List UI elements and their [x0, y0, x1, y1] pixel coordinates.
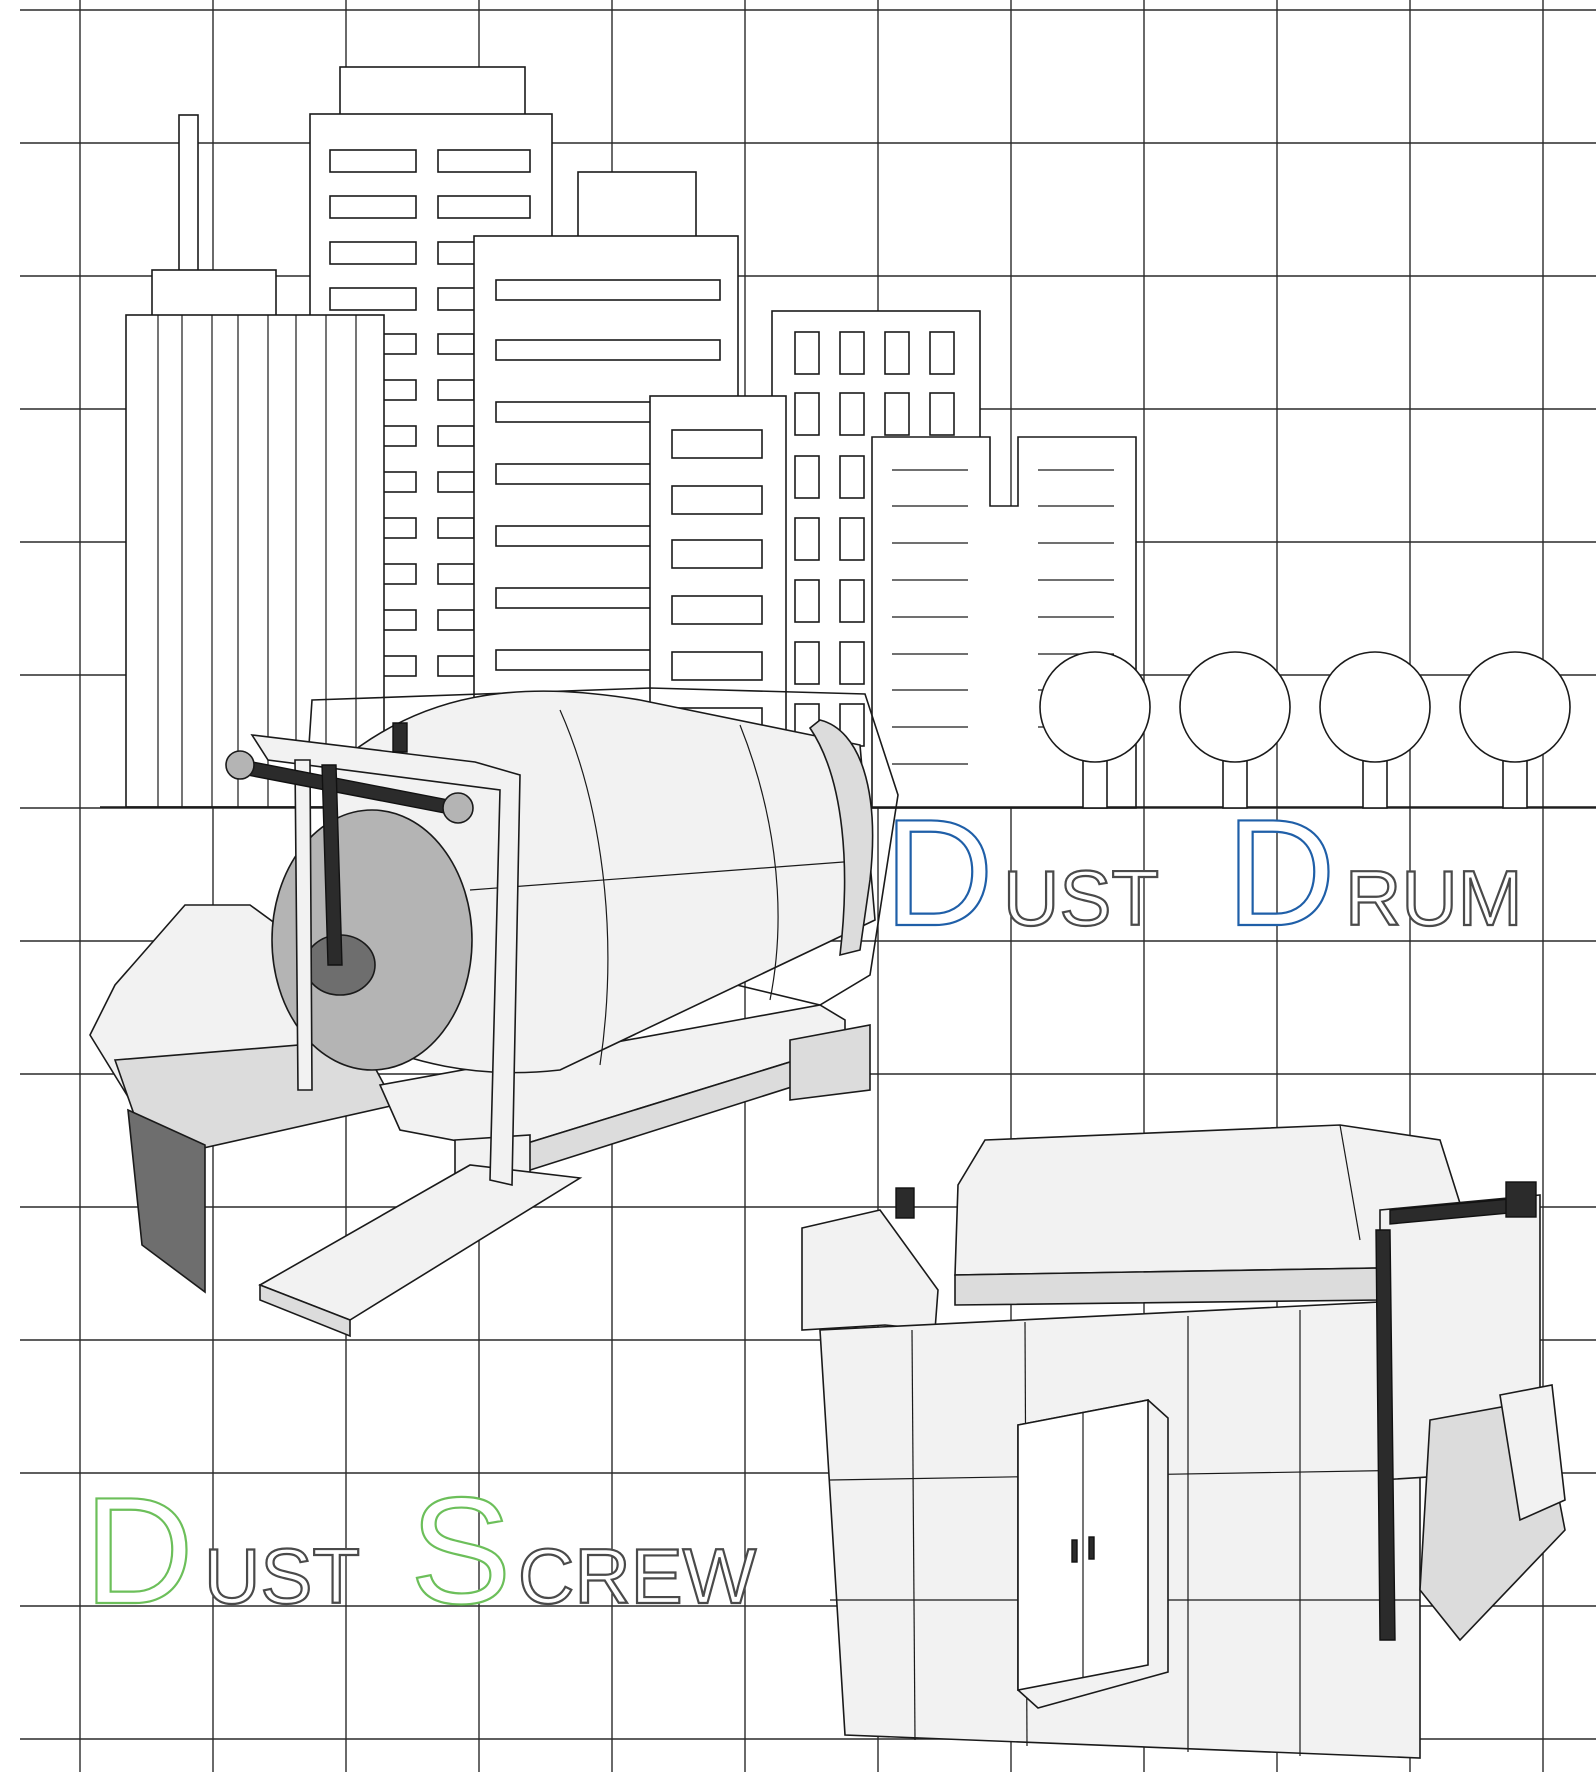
dust-screw-initial-1: D — [84, 1466, 194, 1636]
dust-drum-initial-1: D — [884, 788, 994, 958]
dust-screw-initial-2: S — [410, 1466, 511, 1636]
dust-drum-word-1: UST — [1003, 854, 1159, 942]
dust-screw-word-1: UST — [204, 1532, 360, 1620]
dust-screw-word-2: CREW — [518, 1532, 757, 1620]
trees — [1039, 651, 1571, 809]
dust-drum-word-2: RUM — [1345, 854, 1523, 942]
dust-screw-machine — [801, 1124, 1566, 1759]
dust-drum-machine — [89, 687, 899, 1338]
dust-screw-title: D UST S CREW — [83, 1465, 758, 1637]
dust-drum-title: D UST D RUM — [883, 787, 1524, 959]
dust-drum-initial-2: D — [1226, 788, 1336, 958]
